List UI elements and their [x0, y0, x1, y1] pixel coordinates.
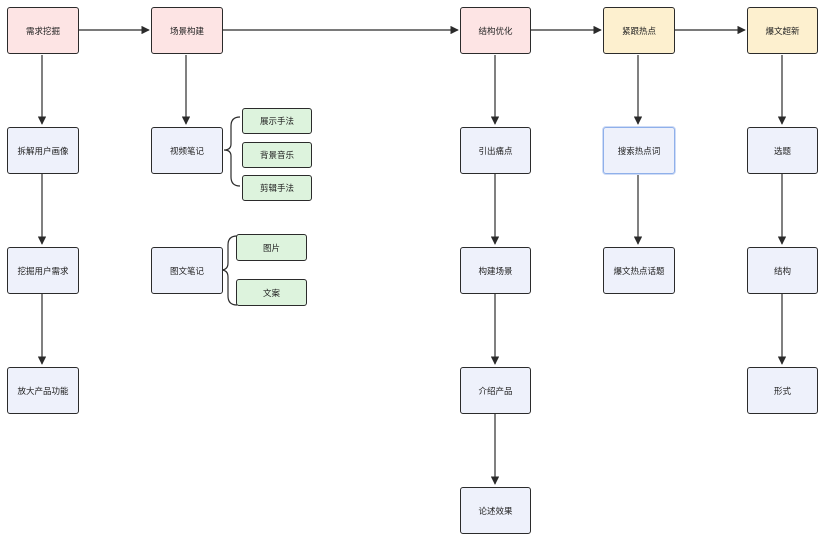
node-jiegou[interactable]: 结构: [747, 247, 818, 294]
node-baowen-chaoxin[interactable]: 爆文超新: [747, 7, 818, 54]
node-jianji-shoufa[interactable]: 剪辑手法: [242, 175, 312, 201]
node-beijing-yinyue[interactable]: 背景音乐: [242, 142, 312, 168]
node-jieshao-chanpin[interactable]: 介绍产品: [460, 367, 531, 414]
node-wajue-xuqiu[interactable]: 挖掘用户需求: [7, 247, 79, 294]
node-changjing-goujian[interactable]: 场景构建: [151, 7, 223, 54]
node-chaijie-huaxiang[interactable]: 拆解用户画像: [7, 127, 79, 174]
node-sousuo-redianci[interactable]: 搜索热点词: [603, 127, 675, 174]
node-wenan[interactable]: 文案: [236, 279, 307, 306]
node-xuqiu-wajue[interactable]: 需求挖掘: [7, 7, 79, 54]
node-tuwen-biji[interactable]: 图文笔记: [151, 247, 223, 294]
node-xuanti[interactable]: 选题: [747, 127, 818, 174]
node-lunshu-xiaoguo[interactable]: 论述效果: [460, 487, 531, 534]
brace-video: [223, 116, 241, 187]
node-baowen-huati[interactable]: 爆文热点话题: [603, 247, 675, 294]
node-jiegou-youhua[interactable]: 结构优化: [460, 7, 531, 54]
node-yinchu-tongdian[interactable]: 引出痛点: [460, 127, 531, 174]
node-tupian[interactable]: 图片: [236, 234, 307, 261]
node-xingshi[interactable]: 形式: [747, 367, 818, 414]
node-goujian-changjing[interactable]: 构建场景: [460, 247, 531, 294]
node-shipin-biji[interactable]: 视频笔记: [151, 127, 223, 174]
node-jingen-redian[interactable]: 紧跟热点: [603, 7, 675, 54]
node-fangda-gongneng[interactable]: 放大产品功能: [7, 367, 79, 414]
brace-image: [220, 235, 238, 306]
node-zhanshi-shoufa[interactable]: 展示手法: [242, 108, 312, 134]
